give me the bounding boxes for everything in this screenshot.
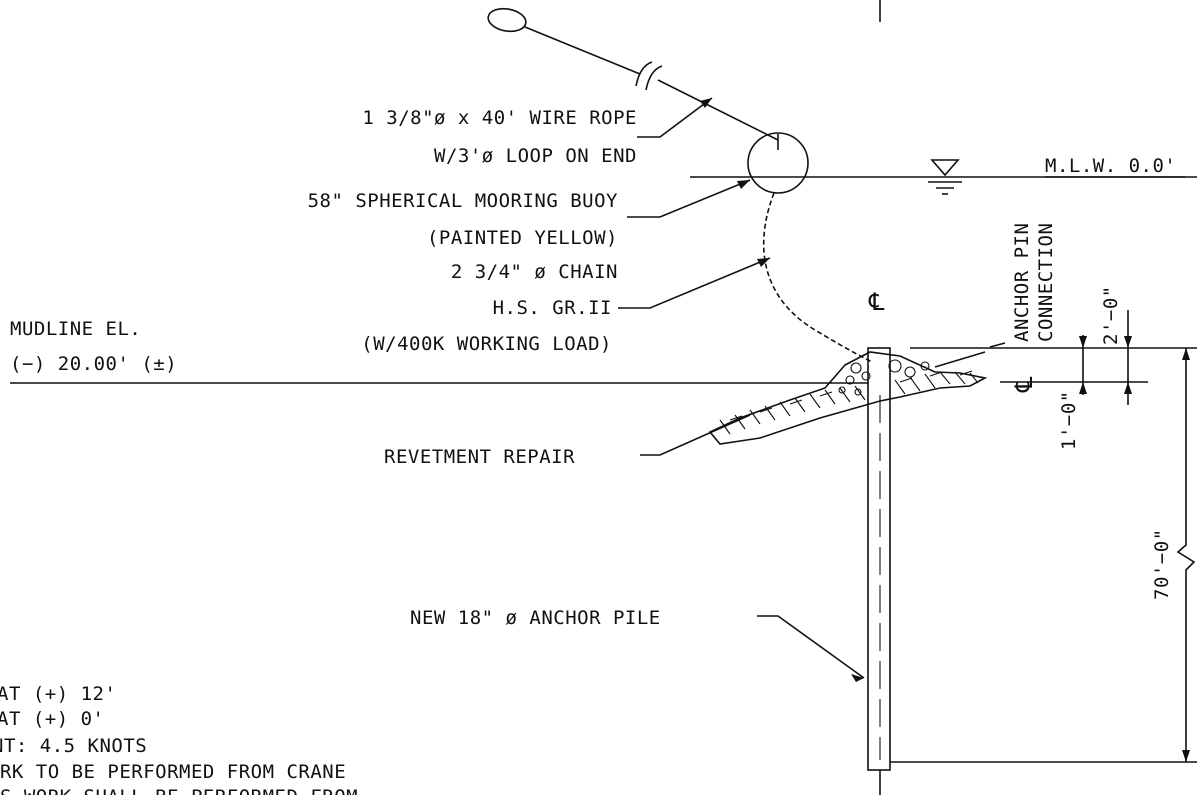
wire-rope-segment-1 <box>524 26 641 75</box>
dim-arrow-2 <box>1124 382 1132 394</box>
wire-rope-segment-2 <box>657 79 779 141</box>
anchor-pile <box>867 347 891 771</box>
leader-anchor-pile <box>757 615 865 679</box>
centerline-symbol: ℄ <box>868 288 885 316</box>
dim-arrow-4 <box>1079 382 1087 394</box>
break-symbol-1 <box>635 61 653 87</box>
anchor-pin-label-1: ANCHOR PIN <box>1011 223 1033 342</box>
pin-centerline-symbol: ℄ <box>1010 376 1038 393</box>
wire-rope-label-1: 1 3/8"ø x 40' WIRE ROPE <box>362 107 637 129</box>
dim-2ft-label: 2'−0" <box>1100 285 1122 345</box>
anchor-pile-label: NEW 18" ø ANCHOR PILE <box>410 607 661 629</box>
leader-wire-rope <box>637 97 713 138</box>
wire-rope-loop <box>487 7 527 33</box>
anchor-pin-label-2: CONNECTION <box>1035 223 1057 342</box>
mudline-label-1: MUDLINE EL. <box>10 318 141 340</box>
note-3: NT: 4.5 KNOTS <box>0 735 147 757</box>
chain-label-1: 2 3/4" ø CHAIN <box>451 261 618 283</box>
mooring-chain <box>762 192 873 363</box>
leader-chain <box>618 257 771 309</box>
dim-arrow-5 <box>1182 348 1190 360</box>
chain-label-3: (W/400K WORKING LOAD) <box>361 333 612 355</box>
note-5: AS WORK SHALL BE PERFORMED FROM <box>0 786 358 795</box>
note-4: ORK TO BE PERFORMED FROM CRANE <box>0 761 346 783</box>
mudline-label-2: (−) 20.00' (±) <box>10 353 177 375</box>
buoy-label-2: (PAINTED YELLOW) <box>427 227 618 249</box>
wire-rope-label-2: W/3'ø LOOP ON END <box>434 145 637 167</box>
revetment-label: REVETMENT REPAIR <box>384 446 575 468</box>
chain-label-2: H.S. GR.II <box>493 297 612 319</box>
note-2: AT (+) 0' <box>0 708 104 730</box>
note-1: AT (+) 12' <box>0 683 116 705</box>
leader-revetment <box>640 414 751 456</box>
dim-70ft-line <box>1176 348 1196 762</box>
mooring-buoy <box>747 132 809 194</box>
revetment-repair-area <box>708 342 1006 445</box>
buoy-label-1: 58" SPHERICAL MOORING BUOY <box>308 190 618 212</box>
water-level-triangle <box>930 159 960 177</box>
dim-arrow-6 <box>1182 750 1190 762</box>
dim-arrow-3 <box>1079 336 1087 348</box>
break-symbol-2 <box>645 65 663 91</box>
mlw-label: M.L.W. 0.0' <box>1045 155 1176 177</box>
dim-70ft-label: 70'−0" <box>1151 528 1173 600</box>
dim-arrow-1 <box>1124 336 1132 348</box>
leader-buoy <box>627 179 751 218</box>
dim-1ft-label: 1'−0" <box>1058 390 1080 450</box>
